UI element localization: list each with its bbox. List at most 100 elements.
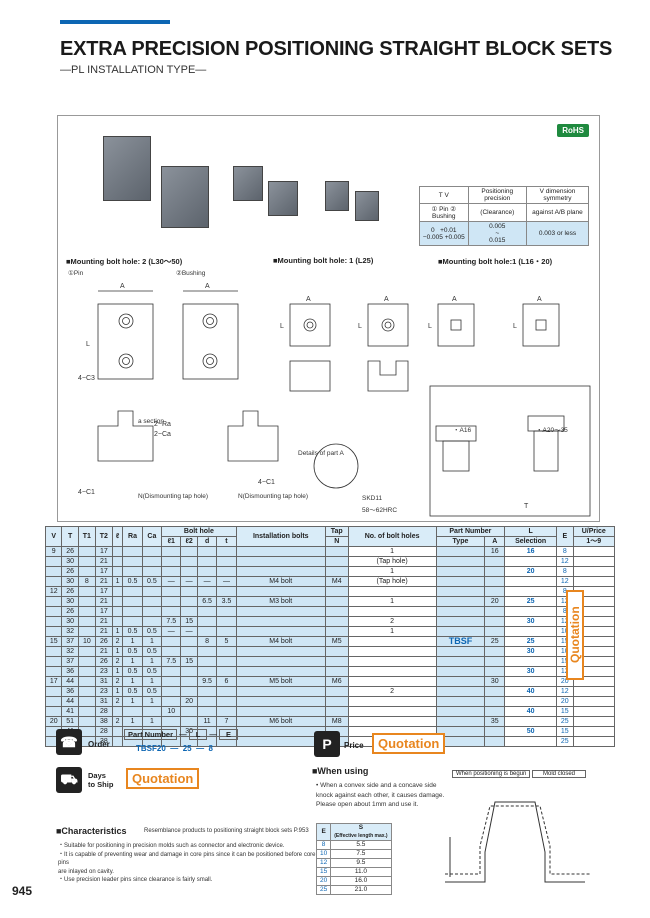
table-cell bbox=[180, 566, 198, 577]
col-bolt-hole: Bolt hole bbox=[161, 526, 237, 537]
bushing-block-small bbox=[355, 191, 379, 221]
table-cell: M5 bbox=[324, 636, 349, 647]
table-cell: 2 bbox=[111, 676, 124, 687]
svg-text:L: L bbox=[358, 323, 362, 330]
table-cell bbox=[196, 656, 218, 667]
table-cell bbox=[235, 616, 326, 627]
table-cell bbox=[324, 626, 349, 637]
tol-pin-bush: ① Pin ② Bushing bbox=[419, 203, 469, 222]
table-cell: 2 bbox=[111, 636, 124, 647]
char-item-4: ・Use precision leader pins since clearan… bbox=[58, 877, 213, 883]
svg-text:2−Ra: 2−Ra bbox=[154, 421, 171, 428]
page-ref[interactable]: P.953 bbox=[293, 828, 309, 834]
table-cell: 32 bbox=[61, 626, 79, 637]
rohs-badge: RoHS bbox=[557, 124, 589, 137]
table-cell bbox=[122, 566, 143, 577]
table-cell: M6 bolt bbox=[235, 716, 326, 727]
table-cell: 1 bbox=[141, 676, 163, 687]
table-cell: 0.5 bbox=[141, 646, 163, 657]
svg-text:T: T bbox=[524, 503, 529, 510]
table-cell: 26 bbox=[94, 656, 113, 667]
mold-closed-label: Mold closed bbox=[532, 770, 587, 778]
when-using-title: ■When using bbox=[312, 766, 369, 776]
table-cell bbox=[180, 636, 198, 647]
table-cell bbox=[44, 576, 63, 587]
col-e: E bbox=[556, 526, 574, 547]
table-cell: 20 bbox=[484, 596, 506, 607]
tol-bushing: ② Bushing bbox=[432, 206, 457, 220]
col-ra: Ra bbox=[122, 526, 143, 547]
order-format: Part Number — L — E bbox=[124, 729, 238, 740]
table-cell: 21 bbox=[94, 596, 113, 607]
tol-pin-upper: 0 bbox=[431, 226, 435, 234]
bushing-block-medium bbox=[268, 181, 298, 216]
stroke-col-e: E bbox=[315, 823, 332, 841]
tol-sym-value: 0.003 or less bbox=[525, 221, 590, 246]
table-cell bbox=[161, 556, 182, 567]
table-cell bbox=[77, 606, 96, 617]
table-cell bbox=[44, 686, 63, 697]
char-item-2: ・It is capable of preventing wear and da… bbox=[58, 851, 316, 867]
table-cell bbox=[44, 606, 63, 617]
table-cell bbox=[111, 726, 124, 737]
table-cell: 44 bbox=[61, 696, 79, 707]
table-cell bbox=[235, 706, 326, 717]
type-cell bbox=[435, 656, 486, 667]
tap-hole-note-pin: N(Dismounting tap hole) bbox=[138, 493, 209, 500]
price-quotation: Quotation bbox=[372, 733, 446, 754]
char-item-1: ・Suitable for positioning in precision m… bbox=[58, 843, 285, 849]
table-cell bbox=[180, 686, 198, 697]
stroke-cell: 10 bbox=[315, 849, 332, 859]
stroke-cell: 7.5 bbox=[330, 849, 392, 859]
table-cell bbox=[161, 606, 182, 617]
table-cell bbox=[77, 586, 96, 597]
table-cell bbox=[77, 686, 96, 697]
col-selection: Selection bbox=[504, 536, 558, 547]
table-cell bbox=[196, 616, 218, 627]
table-cell bbox=[484, 626, 506, 637]
stroke-cell: 21.0 bbox=[330, 885, 392, 895]
table-cell bbox=[44, 626, 63, 637]
type-cell bbox=[435, 676, 486, 687]
svg-text:L: L bbox=[86, 341, 90, 348]
table-cell bbox=[504, 626, 558, 637]
truck-icon: ⛟ bbox=[56, 767, 82, 793]
table-cell: 0.5 bbox=[122, 666, 143, 677]
table-cell: 20 bbox=[44, 716, 63, 727]
page-number: 945 bbox=[12, 884, 33, 898]
table-cell bbox=[196, 686, 218, 697]
table-cell bbox=[216, 546, 237, 557]
tol-t-label: T bbox=[438, 191, 443, 199]
order-pn-label: Part Number bbox=[124, 729, 178, 740]
type-cell bbox=[435, 556, 486, 567]
phone-icon: ☎ bbox=[56, 729, 82, 755]
table-cell bbox=[44, 666, 63, 677]
table-cell: 20 bbox=[180, 696, 198, 707]
characteristics-list: ・Suitable for positioning in precision m… bbox=[58, 842, 318, 885]
table-cell bbox=[235, 736, 326, 747]
table-cell: 0.5 bbox=[122, 576, 143, 587]
stroke-cell: 20 bbox=[315, 876, 332, 886]
svg-text:A: A bbox=[452, 296, 457, 303]
table-cell: (Tap hole) bbox=[347, 556, 437, 567]
order-e-label: E bbox=[218, 729, 238, 740]
table-cell bbox=[484, 726, 506, 737]
price-cell bbox=[572, 686, 616, 697]
table-cell bbox=[504, 556, 558, 567]
table-cell bbox=[141, 616, 163, 627]
table-cell: 37 bbox=[61, 636, 79, 647]
characteristics-title: ■Characteristics bbox=[56, 826, 127, 836]
table-cell bbox=[180, 606, 198, 617]
section-label-l30: ■Mounting bolt hole: 2 (L30～50) bbox=[66, 257, 183, 266]
table-cell bbox=[141, 606, 163, 617]
table-cell bbox=[180, 736, 198, 747]
table-cell bbox=[484, 616, 506, 627]
table-cell bbox=[161, 666, 182, 677]
table-cell: 26 bbox=[61, 546, 79, 557]
table-cell bbox=[44, 566, 63, 577]
table-cell bbox=[347, 636, 437, 647]
type-cell bbox=[435, 576, 486, 587]
table-cell bbox=[77, 696, 96, 707]
